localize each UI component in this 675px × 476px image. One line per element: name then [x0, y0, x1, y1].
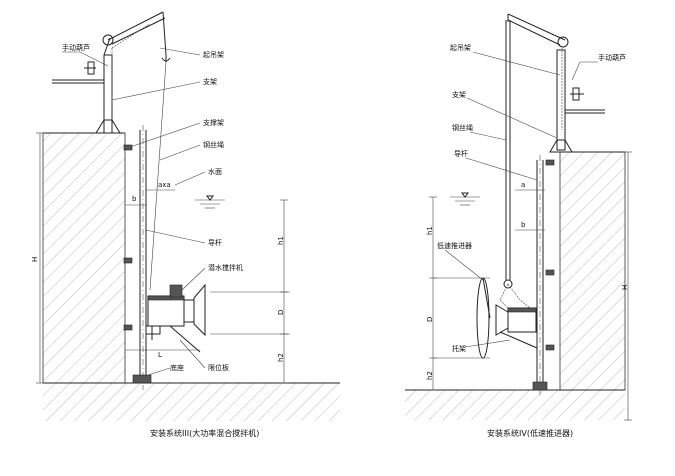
left-label-bearing-seat: 底座 [170, 363, 184, 372]
left-dim-b: b [132, 195, 137, 203]
right-label-guide-rod: 导杆 [454, 149, 468, 158]
left-base [132, 374, 152, 384]
right-caption: 安装系统IV(低速推进器) [487, 428, 573, 438]
right-crane [507, 13, 605, 153]
right-ground [405, 390, 625, 420]
right-dim-h2: h2 [426, 371, 434, 380]
left-caption: 安装系统III(大功率混合搅拌机) [150, 428, 259, 438]
left-ground [43, 383, 340, 421]
right-wall [559, 151, 626, 391]
right-dim-a: a [521, 181, 525, 189]
left-labels: 手动葫芦 起吊架 支架 支撑架 钢丝绳 水面 导杆 潜水搅拌机 底座 限位板 [62, 43, 243, 377]
left-dim-h1: h1 [277, 236, 285, 245]
left-dim-H: H [31, 257, 39, 262]
left-label-mixer: 潜水搅拌机 [208, 263, 243, 272]
right-water-level [450, 192, 480, 206]
right-dimensions: H h1 D h2 a b [426, 151, 632, 421]
right-label-bracket: 托架 [452, 344, 466, 353]
left-system: H h1 D h2 L b axa 手动葫芦 起吊架 [31, 11, 340, 438]
right-dim-H: H [621, 285, 629, 290]
right-label-hand-hoist: 手动葫芦 [598, 53, 626, 62]
right-dim-b: b [521, 221, 526, 229]
left-dim-h2: h2 [277, 353, 285, 362]
left-label-upper-bracket: 支撑架 [203, 118, 224, 127]
right-label-propeller: 低速推进器 [437, 241, 472, 250]
left-crane [52, 11, 171, 134]
left-dim-D: D [277, 310, 285, 315]
right-labels: 起吊架 手动葫芦 支架 钢丝绳 导杆 低速推进器 托架 [437, 44, 626, 353]
left-water-level [195, 195, 225, 209]
left-label-guide-rod: 导杆 [208, 238, 222, 247]
right-label-wire-rope: 钢丝绳 [452, 123, 473, 132]
left-label-water-level: 水面 [208, 167, 222, 176]
left-dimensions: H h1 D h2 L b axa [31, 132, 290, 384]
left-label-hand-hoist: 手动葫芦 [62, 43, 90, 52]
left-label-wire-rope: 钢丝绳 [203, 140, 224, 149]
left-label-hoist-frame: 起吊架 [203, 51, 224, 59]
right-dim-h1: h1 [426, 226, 434, 235]
left-label-limit-plate: 限位板 [208, 363, 229, 372]
right-label-support: 支架 [452, 90, 466, 99]
left-mixer [145, 283, 206, 353]
right-system: H h1 D h2 a b 起吊架 [405, 13, 632, 438]
left-dim-L: L [158, 351, 162, 359]
right-propeller [476, 277, 538, 359]
left-label-support: 支架 [203, 77, 217, 86]
right-dim-D: D [426, 317, 434, 322]
left-wall [42, 132, 126, 384]
left-dim-axa: axa [158, 181, 171, 189]
right-label-hoist-frame: 起吊架 [450, 44, 471, 52]
